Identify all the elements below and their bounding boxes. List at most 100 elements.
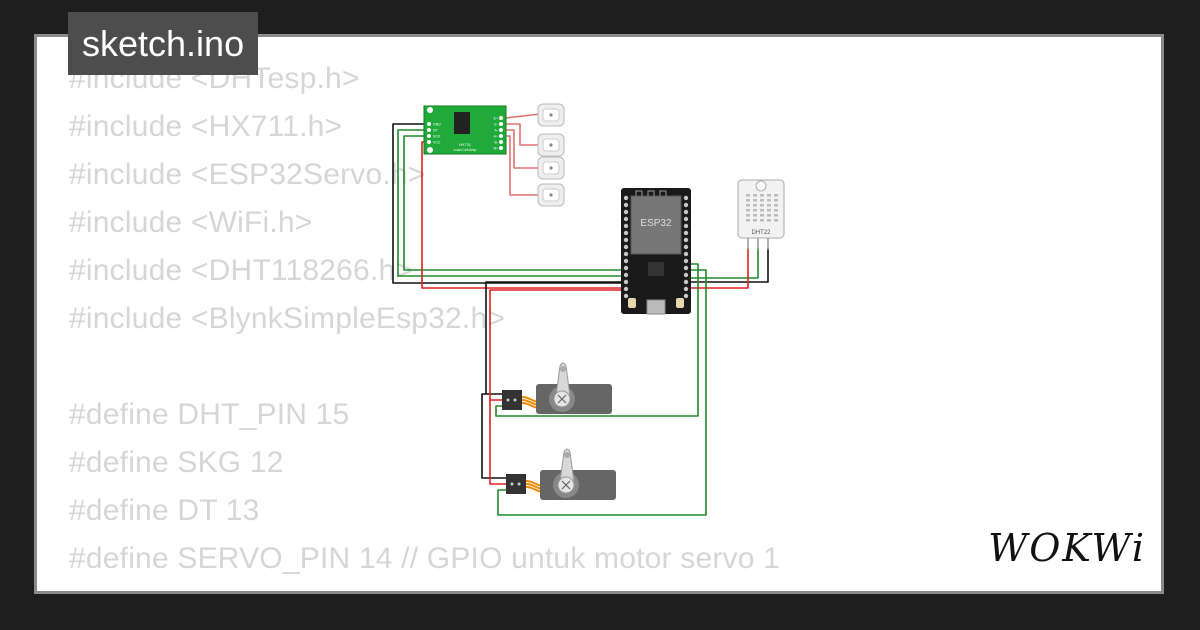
esp32-pin[interactable] xyxy=(623,265,629,271)
wire-servo1-vcc xyxy=(489,289,625,401)
esp32-label: ESP32 xyxy=(640,218,672,229)
dht-vent xyxy=(746,219,750,222)
dht-vent xyxy=(767,204,771,207)
dht-vent xyxy=(774,214,778,217)
esp32-pin[interactable] xyxy=(623,244,629,250)
esp32-pin[interactable] xyxy=(683,209,689,215)
esp32-pin[interactable] xyxy=(683,286,689,292)
esp32-pin[interactable] xyxy=(623,286,629,292)
code-line: #define DT 13 xyxy=(69,494,260,527)
dht-vent xyxy=(760,219,764,222)
dht-vent xyxy=(767,214,771,217)
esp32-pin[interactable] xyxy=(623,279,629,285)
esp32-pin[interactable] xyxy=(623,230,629,236)
code-line: #include <ESP32Servo.h> xyxy=(69,158,426,191)
hx711-pin-label: GND xyxy=(433,123,441,127)
dht-vent xyxy=(767,209,771,212)
esp32-pin[interactable] xyxy=(683,230,689,236)
esp32-pin[interactable] xyxy=(623,223,629,229)
dht-vent xyxy=(746,209,750,212)
esp32-pin[interactable] xyxy=(623,293,629,299)
dht-vent xyxy=(753,199,757,202)
servo-motor-2[interactable] xyxy=(506,448,616,500)
wire-hx-dt xyxy=(397,129,625,277)
wire-servo1-sig xyxy=(495,263,699,417)
dht-vent xyxy=(753,194,757,197)
load-cell-1[interactable] xyxy=(537,103,565,127)
esp32-pin[interactable] xyxy=(683,272,689,278)
esp32-pin[interactable] xyxy=(683,216,689,222)
dht-vent xyxy=(767,219,771,222)
hx711-label: HX711 xyxy=(459,142,472,147)
load-cell-3[interactable] xyxy=(537,156,565,180)
wire-hx-sck xyxy=(403,135,625,271)
esp32-pin[interactable] xyxy=(683,251,689,257)
esp32-pin[interactable] xyxy=(683,237,689,243)
code-line: #define SKG 12 xyxy=(69,446,284,479)
load-cell-4[interactable] xyxy=(537,183,565,207)
esp32-pin[interactable] xyxy=(623,258,629,264)
dht-vent xyxy=(767,194,771,197)
hx711-pin-label: E- xyxy=(495,123,499,127)
dht-vent xyxy=(746,199,750,202)
esp32-pin[interactable] xyxy=(683,202,689,208)
hx711-sublabel: Load Cell Amp xyxy=(454,148,477,152)
esp32-pin[interactable] xyxy=(683,279,689,285)
dht22-sensor[interactable]: DHT22 xyxy=(737,179,785,250)
dht-vent xyxy=(774,204,778,207)
dht22-label: DHT22 xyxy=(751,230,771,236)
dht-vent xyxy=(760,204,764,207)
dht-vent xyxy=(774,219,778,222)
wire-hx-vcc xyxy=(421,141,625,289)
code-line: #include <WiFi.h> xyxy=(69,206,313,239)
preview-card: #include <DHTesp.h>#include <HX711.h>#in… xyxy=(34,34,1164,594)
esp32-pin[interactable] xyxy=(683,265,689,271)
esp32-pin[interactable] xyxy=(683,195,689,201)
dht-vent xyxy=(753,214,757,217)
dht-vent xyxy=(767,199,771,202)
wire-servo2-gnd xyxy=(481,393,510,479)
esp32-pin[interactable] xyxy=(683,258,689,264)
esp32-pin[interactable] xyxy=(623,195,629,201)
wire-hx-gnd xyxy=(392,123,625,284)
hx711-pin-label: B- xyxy=(495,141,499,145)
esp32-pin[interactable] xyxy=(683,223,689,229)
esp32-pin[interactable] xyxy=(623,209,629,215)
dht-vent xyxy=(753,209,757,212)
servo-motor-1[interactable] xyxy=(502,362,612,414)
hx711-pin-label: VCC xyxy=(433,141,441,145)
esp32-pin[interactable] xyxy=(623,216,629,222)
wire-loadcells xyxy=(504,113,541,196)
wokwi-logo: WOKWi xyxy=(988,526,1146,570)
esp32-pin[interactable] xyxy=(623,272,629,278)
dht-vent xyxy=(760,209,764,212)
dht-vent xyxy=(753,219,757,222)
load-cell-2[interactable] xyxy=(537,133,565,157)
hx711-pin-label: E+ xyxy=(494,117,498,121)
dht-vent xyxy=(760,194,764,197)
esp32-pin[interactable] xyxy=(683,244,689,250)
hx711-pin-label: A- xyxy=(495,129,499,133)
code-line: #define SERVO_PIN 14 // GPIO untuk motor… xyxy=(69,542,781,575)
wire-servo2-sig xyxy=(497,269,707,516)
esp32-pin[interactable] xyxy=(623,251,629,257)
esp32-board[interactable]: ESP32 xyxy=(621,188,691,315)
wire-dht-gnd xyxy=(690,248,769,283)
dht-vent xyxy=(774,209,778,212)
dht-vent xyxy=(746,194,750,197)
esp32-pin[interactable] xyxy=(623,237,629,243)
esp32-pin[interactable] xyxy=(623,202,629,208)
code-line: #include <DHT118266.h> xyxy=(69,254,414,287)
dht-vent xyxy=(746,214,750,217)
wire-servo1-gnd xyxy=(485,281,625,395)
dht-vent xyxy=(753,204,757,207)
wire-dht-sig xyxy=(690,248,759,279)
esp32-pin[interactable] xyxy=(683,293,689,299)
hx711-pin-label: A+ xyxy=(494,135,498,139)
hx711-pin-label: DT xyxy=(433,129,439,133)
dht-vent xyxy=(760,214,764,217)
load-cell-group xyxy=(537,103,565,207)
hx711-pin-label: B+ xyxy=(494,147,498,151)
